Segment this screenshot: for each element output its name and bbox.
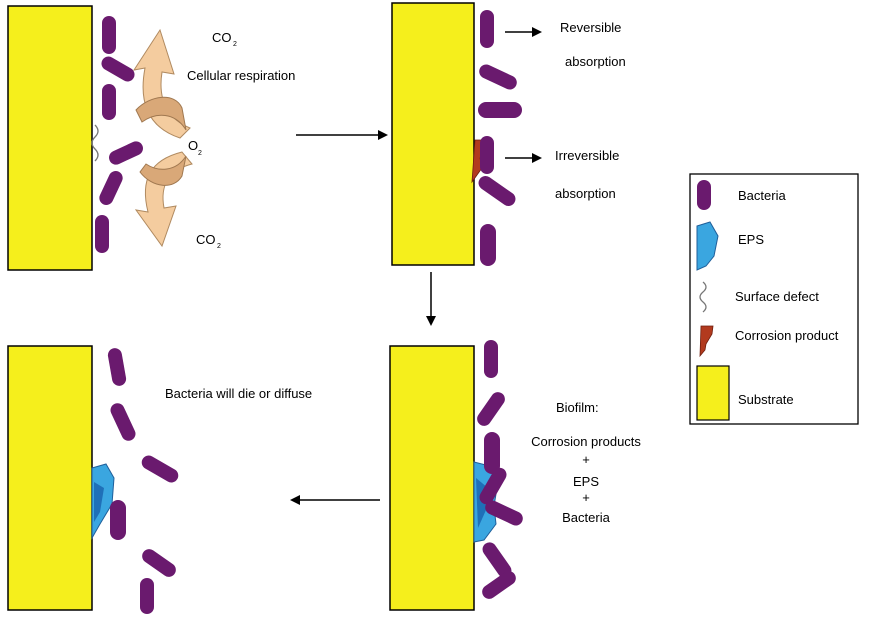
bacterium	[480, 10, 494, 48]
co2-bottom-label: CO	[196, 232, 216, 247]
bacterium	[142, 549, 176, 577]
substrate-block	[7, 345, 93, 611]
legend-label-surface-defect: Surface defect	[735, 289, 819, 304]
bacterium	[99, 171, 123, 205]
co2-top-subscript: 2	[233, 41, 237, 48]
legend-label-substrate: Substrate	[738, 392, 794, 407]
corrosion-products-label: Corrosion products	[531, 434, 641, 449]
plus-sign-2: +	[582, 490, 590, 505]
bacterium	[484, 340, 498, 378]
substrate-block	[391, 2, 475, 266]
corrosion-product-icon	[699, 325, 714, 358]
bacterium	[484, 432, 500, 474]
bacterium	[478, 175, 516, 207]
panel-dispersal: Bacteria will die or diffuse	[7, 345, 312, 614]
panel-initial-attachment: CO 2 Cellular respiration O 2 CO 2	[7, 5, 295, 271]
bacteria-icon	[697, 180, 711, 210]
bacterium	[479, 467, 507, 505]
bacterium	[482, 571, 516, 599]
surface-defect-icon	[699, 281, 707, 313]
respiration-arrow-lower-curl	[139, 155, 187, 186]
bacteria-text: Bacteria	[562, 510, 610, 525]
substrate-block	[389, 345, 475, 611]
reversible-label-line2: absorption	[565, 54, 626, 69]
bacterium	[485, 500, 523, 526]
eps-deposit-shade	[94, 482, 104, 522]
legend-label-corrosion-product: Corrosion product	[735, 328, 839, 343]
legend-label-eps: EPS	[738, 232, 764, 247]
co2-bottom-subscript: 2	[217, 243, 221, 250]
bacterium	[141, 455, 179, 483]
o2-label: O	[188, 138, 198, 153]
co2-top-label: CO	[212, 30, 232, 45]
reversible-label-line1: Reversible	[560, 20, 621, 35]
bacterium	[95, 215, 109, 253]
respiration-arrow-upper-curl	[135, 96, 187, 131]
bacterium	[480, 136, 494, 174]
surface-defect	[91, 124, 99, 162]
o2-subscript: 2	[198, 150, 202, 157]
substrate-icon	[696, 365, 730, 421]
bacterium	[107, 348, 127, 386]
plus-sign-1: +	[582, 452, 590, 467]
legend: Bacteria EPS Surface defect Corrosion pr…	[689, 173, 859, 425]
bacterium	[478, 102, 522, 118]
bacterium	[140, 578, 154, 614]
legend-label-bacteria: Bacteria	[738, 188, 786, 203]
cellular-respiration-label: Cellular respiration	[187, 68, 295, 83]
substrate-block	[7, 5, 93, 271]
bacterium	[110, 500, 126, 540]
bacterium	[477, 392, 505, 426]
bacterium	[480, 224, 496, 266]
bacterium	[102, 84, 116, 120]
bacterium	[102, 16, 116, 54]
eps-icon	[696, 221, 719, 271]
bacterium	[110, 403, 136, 441]
bacterium	[101, 56, 135, 82]
bacterium	[482, 542, 512, 578]
dispersal-caption: Bacteria will die or diffuse	[165, 386, 312, 401]
panel-adsorption: Reversible absorption Irreversible absor…	[391, 2, 626, 266]
irreversible-label-line1: Irreversible	[555, 148, 619, 163]
eps-text: EPS	[573, 474, 599, 489]
bacterium	[109, 141, 143, 165]
irreversible-label-line2: absorption	[555, 186, 616, 201]
biofilm-label: Biofilm:	[556, 400, 599, 415]
panel-biofilm: Biofilm: Corrosion products + EPS + Bact…	[389, 340, 641, 611]
bacterium	[479, 64, 517, 90]
